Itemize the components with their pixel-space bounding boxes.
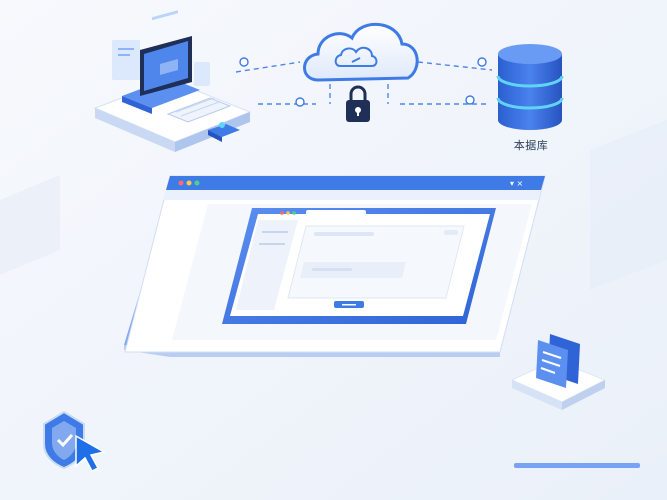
connection-nodes — [239, 57, 487, 107]
connection-lines — [235, 61, 493, 105]
cursor-icon — [75, 434, 107, 472]
document-icon — [510, 334, 607, 410]
svg-text:▾ ×: ▾ × — [510, 179, 523, 188]
computer-icon — [93, 10, 252, 152]
shield-icon — [43, 410, 85, 470]
browser-window: ▾ × — [124, 175, 546, 357]
bg-cube-left — [0, 175, 60, 275]
database-icon — [496, 44, 564, 130]
cloud-icon — [303, 23, 419, 82]
database-label: 本据库 — [513, 139, 549, 152]
bg-cube-right — [590, 120, 667, 290]
lock-icon — [346, 85, 370, 122]
decorative-bar — [514, 463, 640, 468]
